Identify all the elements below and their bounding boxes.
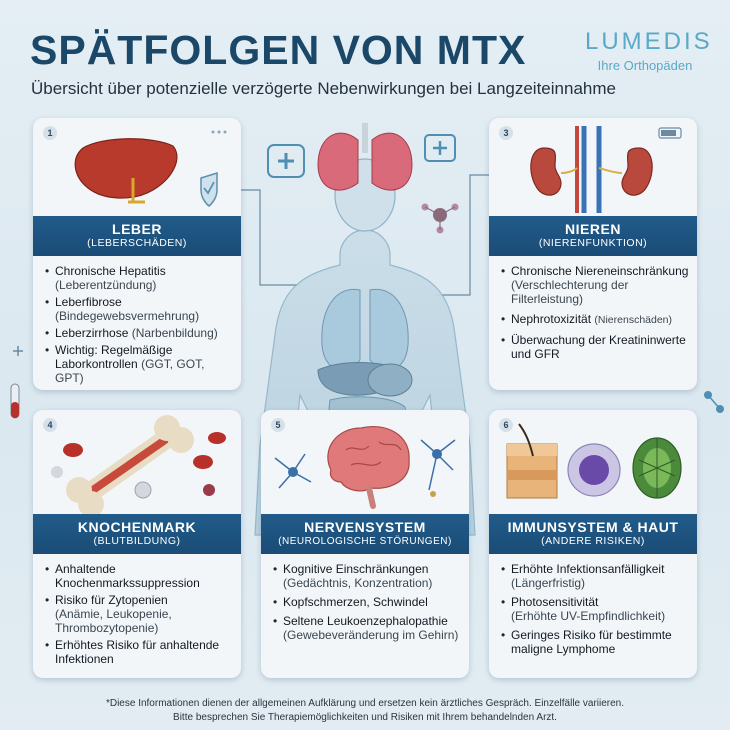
item-main: Erhöhte Infektionsanfälligkeit <box>511 562 665 576</box>
item-main: Seltene Leukoenzephalopathie <box>283 614 448 628</box>
item-detail: (Verschlechterung der Filterleistung) <box>511 278 629 306</box>
card-subtitle: (NEUROLOGISCHE STÖRUNGEN) <box>278 536 452 547</box>
item-main: Erhöhtes Risiko für anhaltende Infektion… <box>55 638 220 666</box>
item-detail: (Narbenbildung) <box>131 326 218 340</box>
card-number: 4 <box>43 418 57 432</box>
card-subtitle: (ANDERE RISIKEN) <box>541 535 645 547</box>
list-item: Chronische Niereneinschränkung(Verschlec… <box>501 264 689 306</box>
item-main: Wichtig: Regelmäßige Laborkontrollen <box>55 343 173 371</box>
card-immunsystem: 6 IMMUNSYSTEM & HAUT (ANDERE RISIKEN) Er… <box>489 410 697 678</box>
brand-logo: LUMEDIS Ihre Orthopäden <box>585 28 713 74</box>
immune-skin-icon <box>506 423 682 499</box>
item-detail: (Gedächtnis, Konzentration) <box>283 576 433 590</box>
list-item: Kognitive Einschränkungen(Gedächtnis, Ko… <box>273 562 461 590</box>
item-main: Chronische Niereneinschränkung <box>511 264 689 278</box>
effects-list: Kognitive Einschränkungen(Gedächtnis, Ko… <box>273 562 461 645</box>
card-title: IMMUNSYSTEM & HAUT <box>507 519 679 535</box>
card-title: KNOCHENMARK <box>77 519 197 535</box>
list-item: Anhaltende Knochenmarkssuppression <box>45 562 233 590</box>
card-number: 3 <box>499 126 513 140</box>
effects-list: Erhöhte Infektionsanfälligkeit(Längerfri… <box>501 562 689 659</box>
item-detail: (Bindegewebsvermehrung) <box>55 309 200 323</box>
item-detail: (Anämie, Leukopenie, Thrombozytopenie) <box>55 607 172 635</box>
card-knochenmark: 4 KNOCHENMARK (BLUTBILDUNG) Anhaltende K… <box>33 410 241 678</box>
list-item: Kopfschmerzen, Schwindel <box>273 595 461 609</box>
brand-name: LUMEDIS <box>585 28 713 55</box>
card-header: IMMUNSYSTEM & HAUT (ANDERE RISIKEN) <box>489 514 697 554</box>
item-detail: (Erhöhte UV-Empfindlichkeit) <box>511 609 666 623</box>
item-detail: (Gewebeveränderung im Gehirn) <box>283 628 459 642</box>
item-main: Nephrotoxizität <box>511 312 592 326</box>
item-main: Leberfibrose <box>55 295 122 309</box>
list-item: Seltene Leukoenzephalopathie(Gewebeverän… <box>273 614 461 642</box>
liver-icon <box>74 130 227 207</box>
bone-marrow-icon <box>51 415 226 514</box>
card-header: KNOCHENMARK (BLUTBILDUNG) <box>33 514 241 554</box>
card-nieren: 3 NIEREN (NIERENFUNKTION) Chronische Nie… <box>489 118 697 390</box>
brain-icon <box>274 426 456 509</box>
item-main: Kopfschmerzen, Schwindel <box>283 595 428 609</box>
item-detail: (Leberentzündung) <box>55 278 157 292</box>
card-subtitle: (NIERENFUNKTION) <box>538 237 648 249</box>
disclaimer-line: Bitte besprechen Sie Therapiemöglichkeit… <box>173 712 557 723</box>
effects-list: Anhaltende Knochenmarkssuppression Risik… <box>45 562 233 669</box>
test-tube-icon <box>10 383 20 419</box>
card-nervensystem: 5 NERVENSYSTEM (NEUROLOGISCHE STÖRUNGEN)… <box>261 410 469 678</box>
card-header: NIEREN (NIERENFUNKTION) <box>489 216 697 256</box>
card-number: 6 <box>499 418 513 432</box>
disclaimer-line: *Diese Informationen dienen der allgemei… <box>105 698 625 709</box>
list-item: Wichtig: Regelmäßige Laborkontrollen (GG… <box>45 343 233 385</box>
effects-list: Chronische Hepatitis(Leberentzündung) Le… <box>45 264 233 388</box>
item-main: Leberzirrhose <box>55 326 129 340</box>
list-item: Risiko für Zytopenien(Anämie, Leukopenie… <box>45 593 233 635</box>
page-title: SPÄTFOLGEN VON MTX <box>30 27 527 73</box>
list-item: Leberfibrose(Bindegewebsvermehrung) <box>45 295 233 323</box>
card-header: LEBER (LEBERSCHÄDEN) <box>33 216 241 256</box>
card-leber: 1 LEBER (LEBERSCHÄDEN) Chronische Hepati… <box>33 118 241 390</box>
list-item: Photosensitivität(Erhöhte UV-Empfindlich… <box>501 595 689 623</box>
item-main: Anhaltende Knochenmarkssuppression <box>55 562 200 590</box>
brand-tagline: Ihre Orthopäden <box>597 58 693 73</box>
molecule-icon <box>704 391 724 413</box>
item-detail: (GGT, GOT, GPT) <box>55 357 205 385</box>
card-title: NIEREN <box>565 221 621 237</box>
list-item: Überwachung der Kreatininwerte und GFR <box>501 333 689 361</box>
item-main: Risiko für Zytopenien <box>55 593 168 607</box>
list-item: Erhöhte Infektionsanfälligkeit(Längerfri… <box>501 562 689 590</box>
card-subtitle: (BLUTBILDUNG) <box>93 535 181 547</box>
item-main: Überwachung der Kreatininwerte und GFR <box>511 333 686 361</box>
card-title: NERVENSYSTEM <box>304 519 426 535</box>
page-subtitle: Übersicht über potenzielle verzögerte Ne… <box>31 79 616 98</box>
card-number: 5 <box>271 418 285 432</box>
item-detail: (Nierenschäden) <box>594 314 673 326</box>
card-title: LEBER <box>112 221 162 237</box>
kidney-icon <box>530 126 682 213</box>
list-item: Chronische Hepatitis(Leberentzündung) <box>45 264 233 292</box>
list-item: Erhöhtes Risiko für anhaltende Infektion… <box>45 638 233 666</box>
list-item: Nephrotoxizität (Nierenschäden) <box>501 312 689 327</box>
item-detail: (Längerfristig) <box>511 576 586 590</box>
disclaimer: *Diese Informationen dienen der allgemei… <box>0 697 730 725</box>
item-main: Kognitive Einschränkungen <box>283 562 429 576</box>
plus-icon <box>13 346 23 356</box>
item-main: Photosensitivität <box>511 595 599 609</box>
card-header: NERVENSYSTEM (NEUROLOGISCHE STÖRUNGEN) <box>261 514 469 554</box>
item-main: Geringes Risiko für bestimmte maligne Ly… <box>511 628 672 656</box>
card-subtitle: (LEBERSCHÄDEN) <box>87 237 187 249</box>
list-item: Geringes Risiko für bestimmte maligne Ly… <box>501 628 689 656</box>
effects-list: Chronische Niereneinschränkung(Verschlec… <box>501 264 689 364</box>
list-item: Leberzirrhose (Narbenbildung) <box>45 326 233 340</box>
card-number: 1 <box>43 126 57 140</box>
item-main: Chronische Hepatitis <box>55 264 166 278</box>
